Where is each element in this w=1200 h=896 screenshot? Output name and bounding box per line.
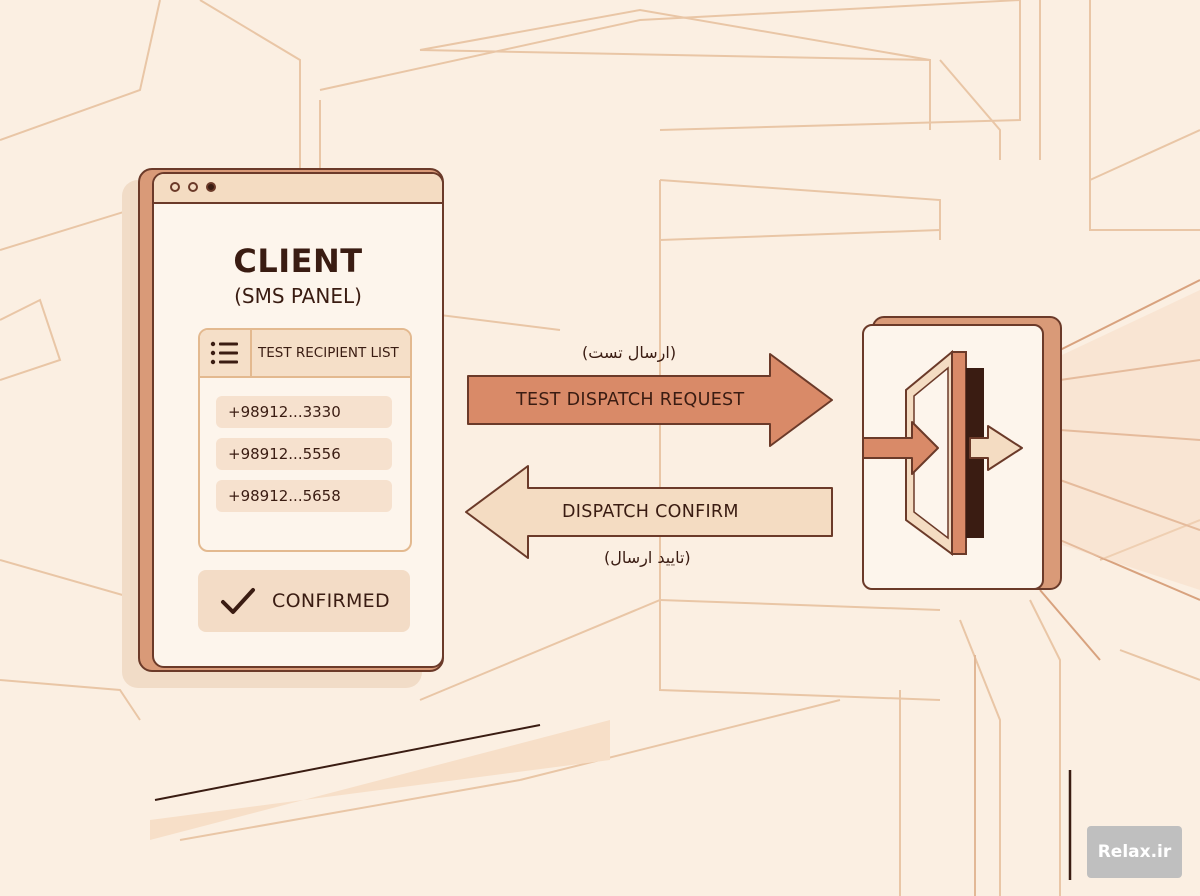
confirm-arrow [465, 465, 833, 559]
client-subtitle: (SMS PANEL) [234, 284, 362, 308]
client-window: CLIENT (SMS PANEL) TEST RECIPIENT LIST +… [152, 172, 444, 668]
recipient-number[interactable]: +98912...3330 [216, 396, 392, 428]
check-icon [221, 588, 255, 614]
recipient-list-title: TEST RECIPIENT LIST [258, 345, 399, 361]
recipient-number[interactable]: +98912...5556 [216, 438, 392, 470]
request-arrow [467, 353, 833, 447]
client-title: CLIENT [233, 242, 363, 280]
confirm-label: DISPATCH CONFIRM [562, 502, 739, 522]
watermark-logo: Relax.ir [1087, 826, 1182, 878]
recipient-list-panel: TEST RECIPIENT LIST +98912...3330 +98912… [198, 328, 412, 552]
confirmed-label: CONFIRMED [272, 590, 390, 612]
request-label: TEST DISPATCH REQUEST [516, 390, 745, 410]
window-titlebar [154, 174, 442, 204]
confirm-label-fa: (تایید ارسال) [604, 548, 691, 567]
recipient-list-header: TEST RECIPIENT LIST [200, 330, 410, 378]
list-icon [200, 330, 252, 376]
window-control-dot[interactable] [170, 182, 180, 192]
gateway-box [862, 324, 1044, 590]
window-control-dot[interactable] [188, 182, 198, 192]
outgoing-arrow-icon [969, 425, 1023, 471]
request-label-fa: (ارسال تست) [582, 343, 677, 362]
recipient-number[interactable]: +98912...5658 [216, 480, 392, 512]
gateway-door-icon [864, 349, 1023, 556]
confirmed-status-badge: CONFIRMED [198, 570, 410, 632]
incoming-arrow-icon [864, 421, 939, 475]
window-control-dot[interactable] [206, 182, 216, 192]
